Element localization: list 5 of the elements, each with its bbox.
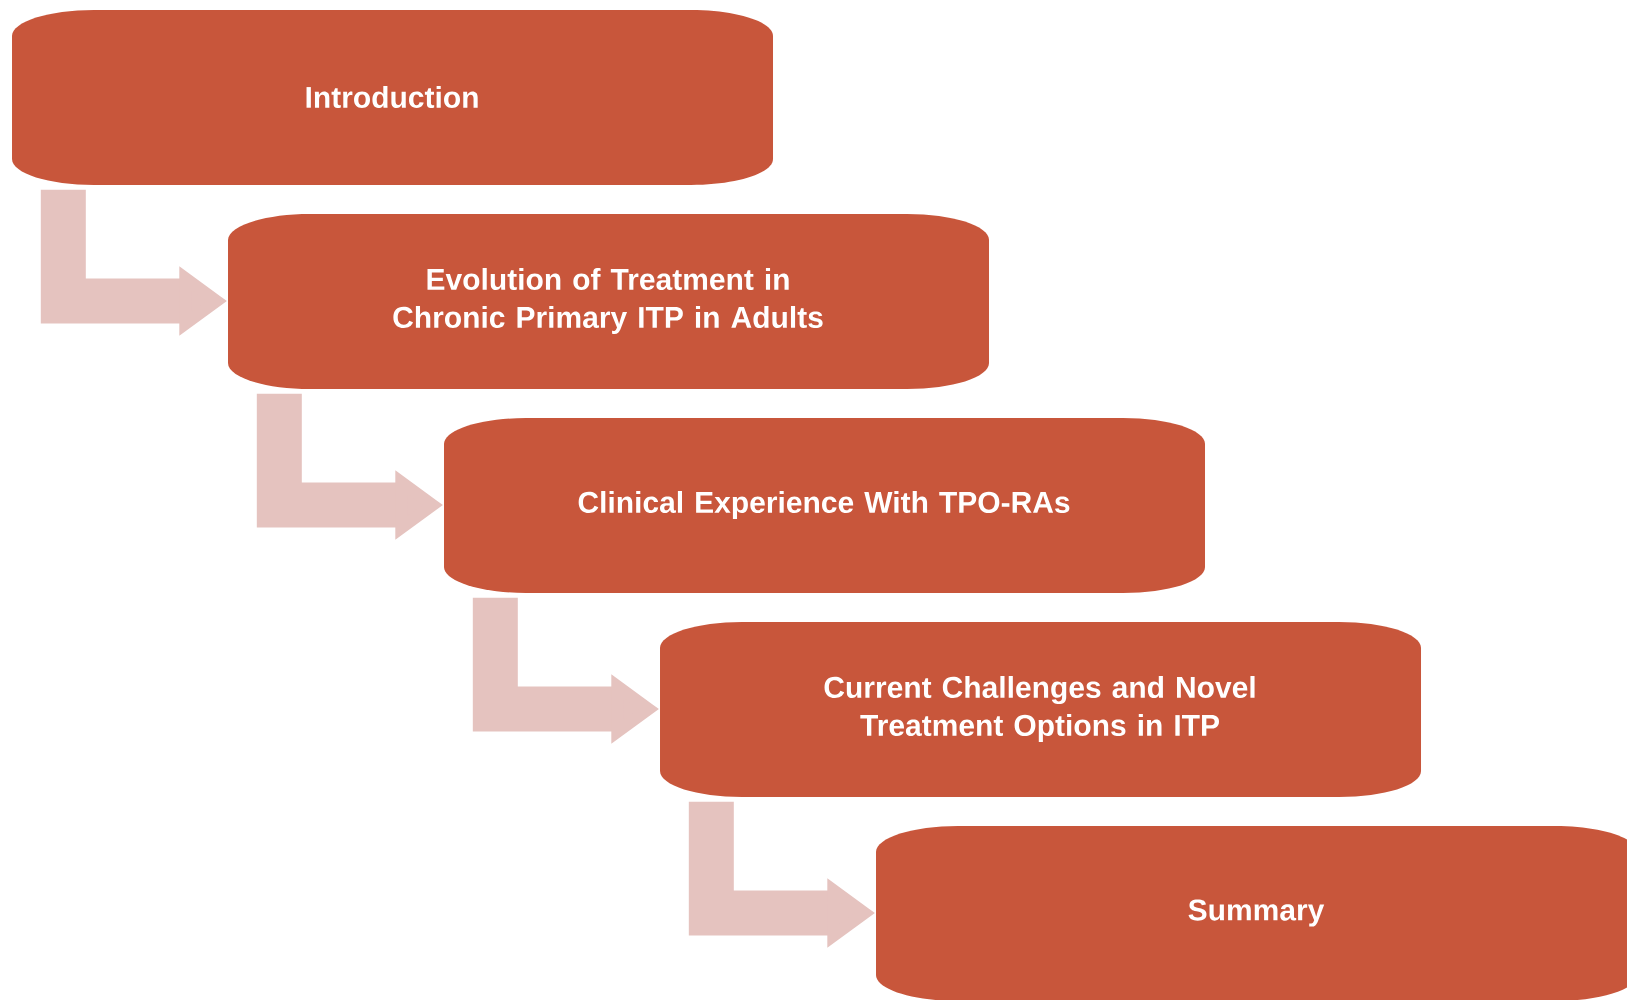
step-box: Clinical Experience With TPO-RAs: [444, 418, 1205, 593]
step-box: Summary: [876, 826, 1627, 1000]
step-box: Evolution of Treatment in Chronic Primary ITP in Adults: [228, 214, 989, 389]
step-box: Current Challenges and Novel Treatment Options in ITP: [660, 622, 1421, 797]
step-box: Introduction: [12, 10, 773, 185]
